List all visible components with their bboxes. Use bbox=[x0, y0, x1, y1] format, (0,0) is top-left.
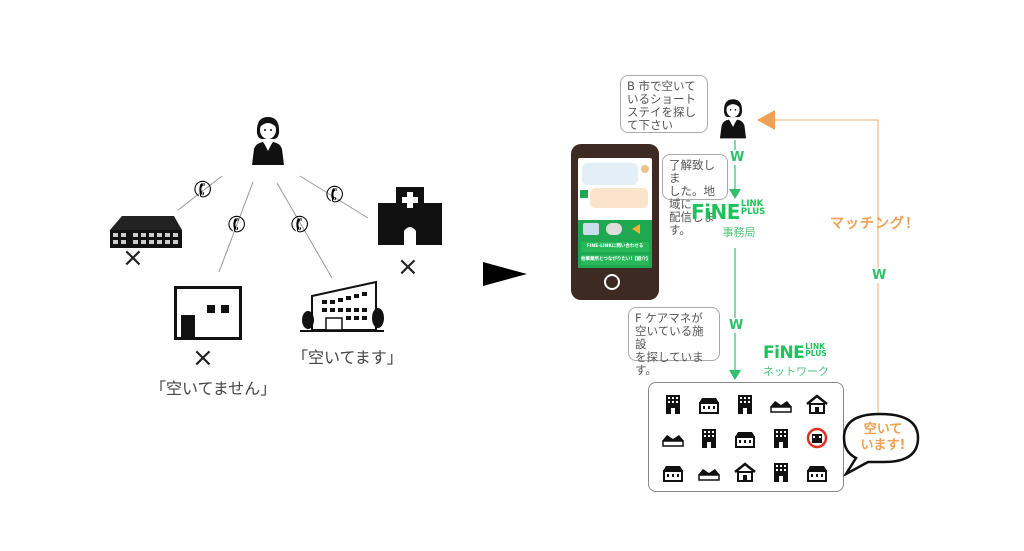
people-icon[interactable] bbox=[606, 223, 622, 235]
small-office-icon bbox=[174, 286, 242, 340]
phone-screen: FINE-LINKに問い合わせる 他事業所とつながりたい!【紹介】 bbox=[578, 158, 652, 268]
facility-icon bbox=[733, 461, 757, 483]
home-button[interactable] bbox=[604, 274, 620, 290]
facility-icon bbox=[661, 461, 685, 483]
call-lines bbox=[177, 175, 369, 279]
facility-icon bbox=[661, 393, 685, 415]
facility-icon bbox=[733, 427, 757, 449]
reply-not-available: 「空いてません」 bbox=[150, 379, 277, 398]
w-logo-icon: W bbox=[872, 268, 887, 283]
arrow-down-icon bbox=[729, 370, 741, 380]
unavailable-mark: × bbox=[122, 243, 144, 273]
available-reply-text: 空いて います! bbox=[860, 422, 906, 453]
modern-building-icon bbox=[300, 278, 384, 334]
facility-icon bbox=[661, 427, 685, 449]
avatar bbox=[641, 165, 649, 173]
requester-person-icon bbox=[716, 96, 750, 140]
facility-icon bbox=[697, 427, 721, 449]
network-broadcast-bubble: F ケアマネが 空いている施設 を探しています。 bbox=[628, 307, 720, 377]
transition-arrow-icon bbox=[483, 262, 527, 286]
care-manager-person-icon bbox=[248, 113, 288, 167]
w-logo-icon: W bbox=[729, 318, 744, 333]
call-line-small-office bbox=[218, 181, 254, 273]
available-reply-bubble: 空いて います! bbox=[838, 410, 922, 476]
large-facility-icon bbox=[108, 208, 184, 248]
unavailable-mark: × bbox=[397, 252, 419, 282]
arrow-left-icon bbox=[757, 110, 775, 130]
facility-icon bbox=[769, 427, 793, 449]
network-label: ネットワーク bbox=[763, 365, 829, 378]
unavailable-mark: × bbox=[192, 343, 214, 373]
contact-fine-link-button[interactable]: FINE-LINKに問い合わせる bbox=[581, 242, 649, 252]
flow-line-matching bbox=[775, 119, 879, 430]
smartphone-app: FINE-LINKに問い合わせる 他事業所とつながりたい!【紹介】 bbox=[571, 144, 659, 300]
phone-menu-panel: FINE-LINKに問い合わせる 他事業所とつながりたい!【紹介】 bbox=[578, 220, 652, 268]
chat-message-sent bbox=[590, 188, 648, 208]
available-facility-icon bbox=[805, 427, 829, 449]
app-logo-icon bbox=[580, 190, 588, 198]
hospital-icon bbox=[378, 187, 442, 245]
call-line-modern-building bbox=[276, 182, 333, 279]
office-label: 事務局 bbox=[722, 226, 756, 239]
request-speech-bubble: B 市で空いて いるショート ステイを探し て下さい bbox=[620, 75, 708, 133]
w-logo-icon: W bbox=[730, 150, 745, 165]
arrow-down-icon bbox=[729, 189, 741, 199]
facility-icon bbox=[697, 461, 721, 483]
facility-icon bbox=[733, 393, 757, 415]
facility-icon bbox=[805, 461, 829, 483]
facility-icon bbox=[769, 461, 793, 483]
speaker-icon[interactable] bbox=[632, 224, 640, 234]
office-reply-bubble: 了解致しま した。地域に 配信します。 bbox=[662, 154, 728, 237]
call-line-large-facility bbox=[177, 175, 223, 211]
facility-network-grid bbox=[648, 382, 844, 492]
search-facility-icon[interactable] bbox=[583, 223, 599, 235]
chat-message-received bbox=[582, 163, 638, 185]
connect-other-offices-button[interactable]: 他事業所とつながりたい!【紹介】 bbox=[581, 255, 650, 265]
call-line-hospital bbox=[299, 175, 369, 219]
reply-available: 「空いてます」 bbox=[292, 348, 403, 367]
matching-label: マッチング！ bbox=[830, 216, 920, 232]
facility-icon bbox=[697, 393, 721, 415]
facility-icon bbox=[769, 393, 793, 415]
facility-icon bbox=[805, 393, 829, 415]
